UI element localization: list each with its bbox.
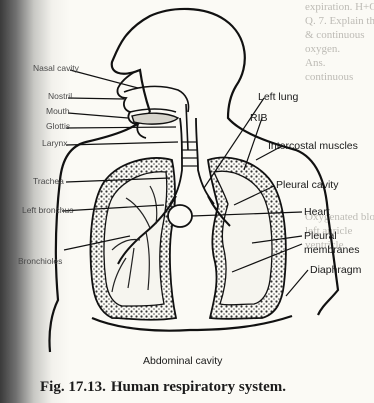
label-trachea: Trachea: [33, 177, 64, 186]
label-larynx: Larynx: [42, 139, 68, 148]
label-mouth: Mouth: [46, 107, 70, 116]
label-heart: Heart: [304, 207, 330, 218]
label-abdominal-cavity: Abdominal cavity: [143, 356, 222, 367]
label-diaphragm: Diaphragm: [310, 265, 361, 276]
label-intercostal-muscles: Intercostal muscles: [268, 141, 358, 152]
label-pleural-cavity: Pleural cavity: [276, 180, 338, 191]
heart-shape: [168, 205, 192, 227]
tongue: [132, 113, 178, 124]
label-pleural-membranes-line2: membranes: [304, 245, 359, 256]
figure-caption: Fig. 17.13. Human respiratory system.: [40, 379, 286, 396]
label-nostril: Nostril: [48, 92, 72, 101]
label-left-bronchus: Left bronchus: [22, 206, 74, 215]
label-bronchioles: Bronchioles: [18, 257, 62, 266]
label-left-lung: Left lung: [258, 92, 298, 103]
figure-number: Fig. 17.13.: [40, 379, 106, 395]
figure-caption-text: Human respiratory system.: [111, 379, 286, 395]
label-rib: RIB: [250, 113, 268, 124]
label-glottis: Glottis: [46, 122, 70, 131]
trachea-rings: [181, 142, 198, 166]
label-pleural-membranes-line1: Pleural: [304, 231, 337, 242]
label-nasal-cavity: Nasal cavity: [33, 64, 79, 73]
